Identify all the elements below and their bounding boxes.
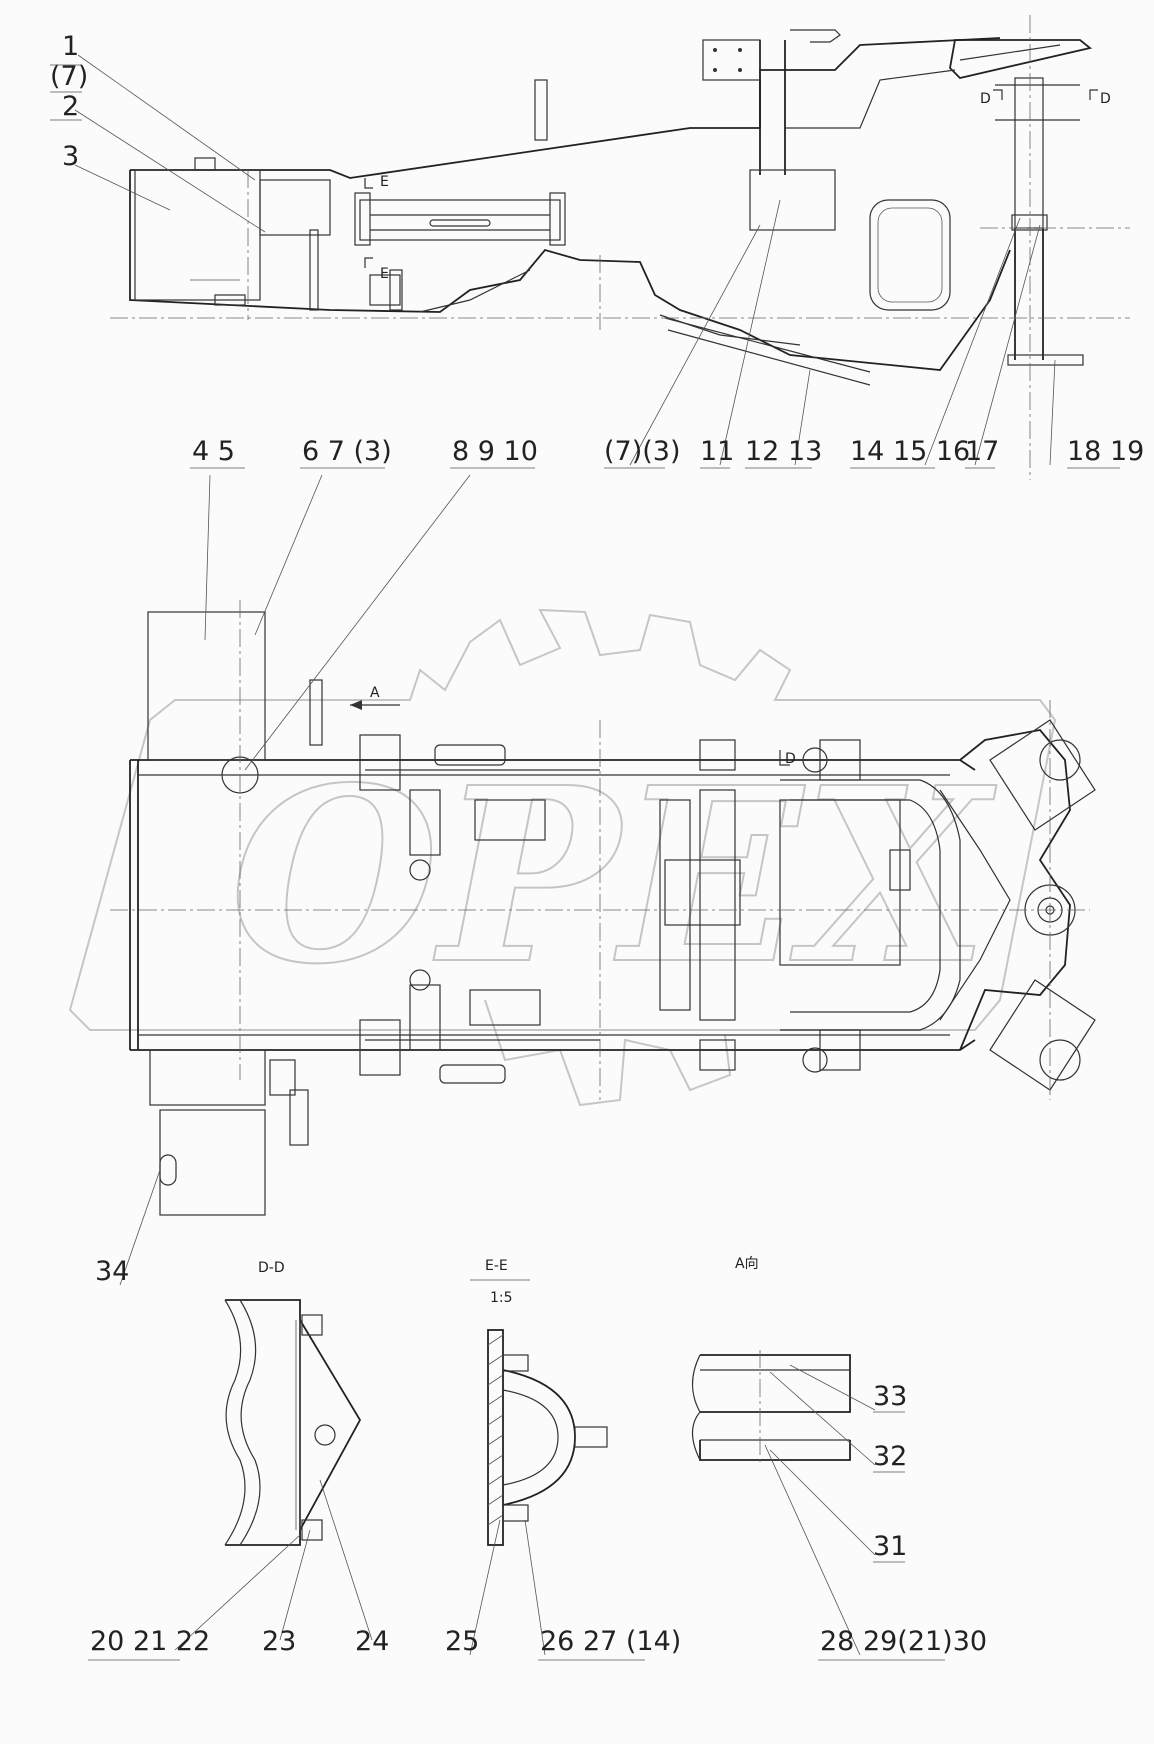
view-a: A向 33 32 31 28 29(21)30 <box>691 1256 987 1661</box>
label-20-21-22: 20 21 22 <box>90 1626 210 1657</box>
section-ee-scale: 1:5 <box>490 1290 513 1306</box>
label-33: 33 <box>873 1381 907 1412</box>
plan-view-labels: 4 5 6 7 (3) 8 9 10 34 <box>95 436 538 1287</box>
section-ee-title: E-E <box>485 1258 508 1274</box>
label-4-5: 4 5 <box>192 436 235 467</box>
view-a-title: A向 <box>735 1256 759 1272</box>
side-view-leaders <box>74 54 1056 466</box>
section-dd-view: D-D 20 21 22 23 24 <box>88 1260 389 1661</box>
label-2: 2 <box>62 91 79 122</box>
section-dd-title: D-D <box>258 1260 285 1276</box>
section-mark-d-left: D <box>980 91 991 107</box>
side-view-labels: 1 (7) 2 3 (7)(3) 11 12 13 14 15 16 17 18… <box>50 31 1144 469</box>
section-ee-view: E-E 1:5 25 26 27 (14) <box>445 1258 681 1661</box>
label-28-29-21-30: 28 29(21)30 <box>820 1626 987 1657</box>
label-23: 23 <box>262 1626 296 1657</box>
view-arrow-a-label: A <box>370 685 380 701</box>
section-mark-e-top: E <box>380 174 389 190</box>
plan-view-leaders <box>119 474 471 1286</box>
label-11: 11 <box>700 436 734 467</box>
label-12-13: 12 13 <box>745 436 822 467</box>
section-mark-d-right: D <box>1100 91 1111 107</box>
label-3: 3 <box>62 141 79 172</box>
section-mark-d: D <box>785 751 796 767</box>
label-32: 32 <box>873 1441 907 1472</box>
label-26-27-14: 26 27 (14) <box>540 1626 681 1657</box>
label-24: 24 <box>355 1626 389 1657</box>
label-34: 34 <box>95 1256 129 1287</box>
label-31: 31 <box>873 1531 907 1562</box>
watermark-text: OPEX <box>230 735 996 1017</box>
watermark-logo: OPEX <box>68 608 1057 1107</box>
label-18-19: 18 19 <box>1067 436 1144 467</box>
label-6-7-3: 6 7 (3) <box>302 436 392 467</box>
label-7-ref: (7) <box>50 61 88 92</box>
side-view-frame: E E D D <box>110 15 1130 480</box>
label-1: 1 <box>62 31 79 62</box>
label-14-15-16: 14 15 16 <box>850 436 970 467</box>
section-mark-e-bottom: E <box>380 266 389 282</box>
label-25: 25 <box>445 1626 479 1657</box>
label-17: 17 <box>965 436 999 467</box>
label-7-3-ref: (7)(3) <box>604 436 681 467</box>
plan-view-frame: A D <box>110 600 1096 1216</box>
label-8-9-10: 8 9 10 <box>452 436 538 467</box>
